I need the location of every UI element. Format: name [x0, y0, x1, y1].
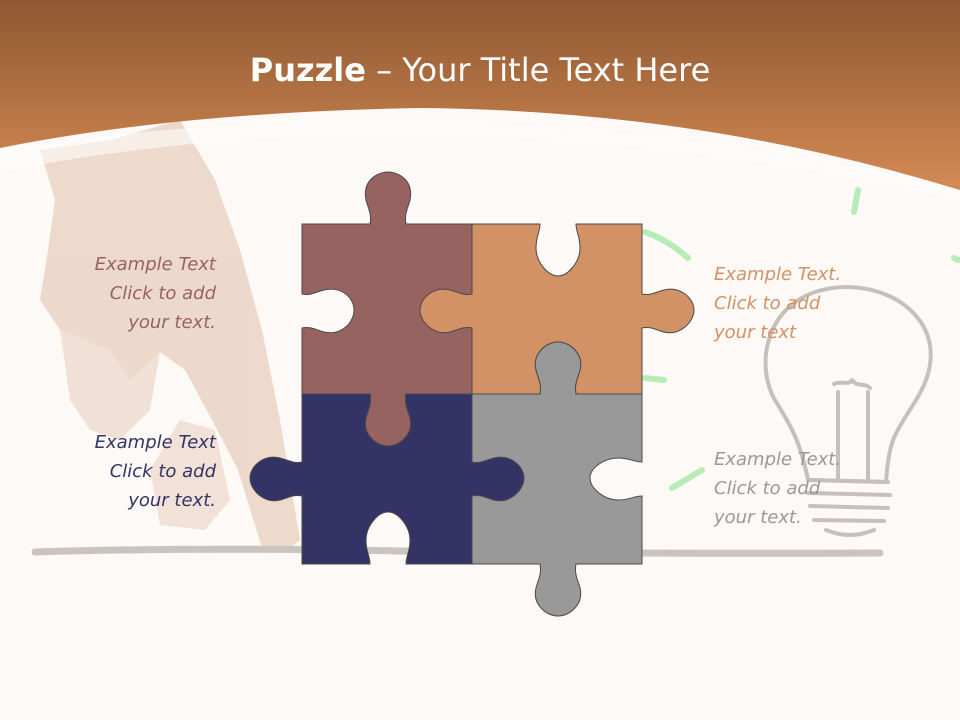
light-bulb-icon — [763, 285, 933, 537]
hand-illustration — [40, 120, 300, 552]
puzzle-piece-bottom-right[interactable] — [471, 341, 643, 617]
text-box-top-right[interactable]: Example Text. Click to add your text — [714, 264, 842, 343]
slide-title-rest: – Your Title Text Here — [365, 51, 711, 89]
header-arc-highlight — [0, 121, 960, 200]
green-sketch-marks — [642, 187, 960, 491]
text-box-bottom-left[interactable]: Example Text Click to add your text. — [94, 432, 216, 511]
slide-title-bold: Puzzle — [249, 51, 366, 89]
ground-line — [31, 545, 884, 557]
slide-title[interactable]: Puzzle – Your Title Text Here — [0, 48, 960, 92]
text-box-top-left[interactable]: Example Text Click to add your text. — [94, 254, 216, 333]
text-box-bottom-right[interactable]: Example Text. Click to add your text. — [714, 449, 842, 528]
header-band — [0, 0, 960, 190]
